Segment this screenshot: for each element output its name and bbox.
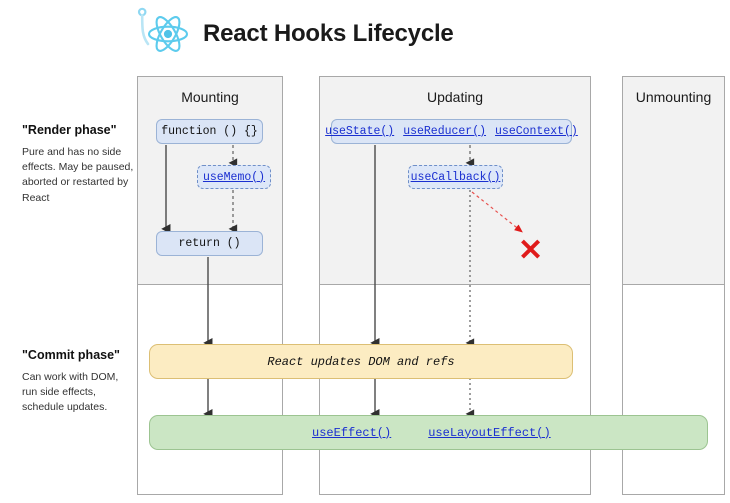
use-memo-link[interactable]: useMemo(): [202, 170, 266, 184]
use-callback-link[interactable]: useCallback(): [410, 170, 501, 184]
render-phase-caption: "Render phase" Pure and has no side effe…: [22, 123, 134, 206]
render-phase-description: Pure and has no side effects. May be pau…: [22, 146, 134, 204]
commit-phase-caption: "Commit phase" Can work with DOM, run si…: [22, 348, 134, 416]
node-function-component[interactable]: function () {}: [156, 119, 263, 144]
commit-phase-title: "Commit phase": [22, 348, 120, 362]
use-layout-effect-link[interactable]: useLayoutEffect(): [428, 425, 551, 440]
use-effect-link[interactable]: useEffect(): [312, 425, 392, 440]
commit-phase-description: Can work with DOM, run side effects, sch…: [22, 371, 119, 414]
column-title-mounting: Mounting: [181, 89, 239, 105]
node-use-memo[interactable]: useMemo(): [197, 165, 271, 189]
blocked-x-icon: ✕: [518, 234, 544, 267]
node-state-hooks[interactable]: useState() useReducer() useContext(): [325, 119, 578, 144]
column-title-updating: Updating: [426, 89, 484, 105]
render-phase-title: "Render phase": [22, 123, 117, 137]
node-return[interactable]: return (): [156, 231, 263, 256]
use-reducer-link[interactable]: useReducer(): [403, 125, 487, 138]
node-use-callback[interactable]: useCallback(): [408, 165, 503, 189]
band-effect-hooks: useEffect() useLayoutEffect(): [149, 415, 708, 450]
page-title: React Hooks Lifecycle: [203, 20, 454, 47]
render-panel-unmounting: [622, 76, 725, 285]
column-title-unmounting: Unmounting: [635, 89, 712, 105]
band-react-updates-dom: React updates DOM and refs: [149, 344, 573, 379]
use-context-link[interactable]: useContext(): [495, 125, 578, 138]
use-state-link[interactable]: useState(): [325, 125, 395, 138]
react-atom-logo-icon: [132, 6, 194, 60]
